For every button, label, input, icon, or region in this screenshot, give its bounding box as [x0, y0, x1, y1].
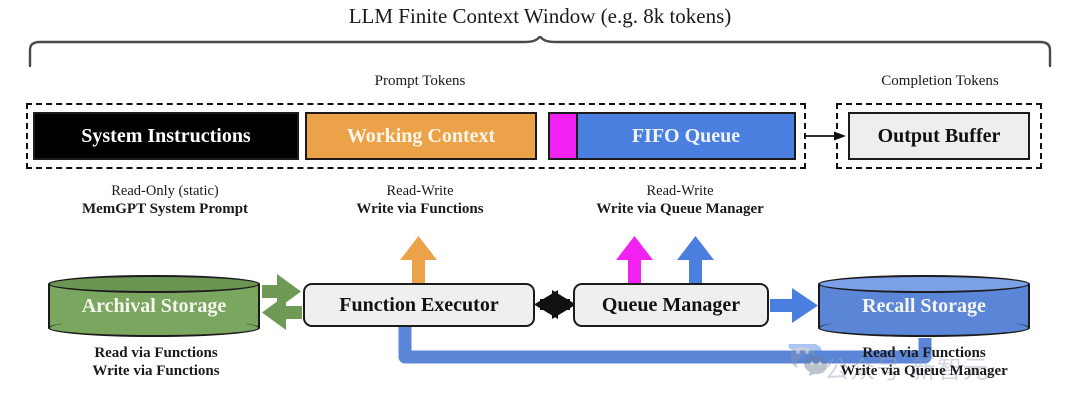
fifo-overflow-arrow-icon [616, 236, 653, 285]
fifo-queue-caption: Read-Write Write via Queue Manager [560, 182, 800, 218]
working-context-write-arrow-icon [400, 236, 437, 285]
executor-queue-bidirectional-arrow-icon [534, 290, 576, 319]
archival-storage-cylinder[interactable]: Archival Storage [48, 275, 260, 337]
prompt-tokens-label: Prompt Tokens [374, 73, 466, 89]
archival-storage-caption: Read via Functions Write via Functions [38, 344, 274, 380]
function-executor-box[interactable]: Function Executor [303, 283, 535, 327]
caption-line-2: MemGPT System Prompt [81, 201, 249, 217]
fifo-overflow-segment[interactable] [548, 112, 578, 160]
archival-storage-label: Archival Storage [81, 294, 227, 317]
fifo-queue-block[interactable]: FIFO Queue [576, 112, 796, 160]
archival-read-arrow-icon [262, 274, 301, 309]
wechat-icon [788, 340, 828, 376]
caption-line-1: Read via Functions [862, 345, 986, 361]
caption-line-1: Read-Write [646, 183, 714, 199]
caption-line-2: Write via Functions [356, 201, 484, 217]
context-window-brace [28, 36, 1052, 68]
queue-manager-box[interactable]: Queue Manager [573, 283, 769, 327]
cylinder-top [818, 275, 1030, 293]
archival-write-arrow-icon [262, 295, 302, 330]
recall-storage-caption: Read via Functions Write via Queue Manag… [806, 344, 1042, 380]
queue-to-recall-arrow-icon [770, 288, 818, 323]
caption-line-1: Read via Functions [94, 345, 218, 361]
prompt-tokens-region [26, 103, 806, 169]
caption-line-1: Read-Write [386, 183, 454, 199]
system-instructions-block[interactable]: System Instructions [33, 112, 299, 160]
cylinder-bottom [48, 319, 260, 337]
caption-line-2: Write via Queue Manager [596, 201, 764, 217]
diagram-title: LLM Finite Context Window (e.g. 8k token… [348, 4, 732, 28]
working-context-caption: Read-Write Write via Functions [300, 182, 540, 218]
recall-storage-cylinder[interactable]: Recall Storage [818, 275, 1030, 337]
system-instructions-caption: Read-Only (static) MemGPT System Prompt [32, 182, 298, 218]
caption-line-2: Write via Functions [92, 363, 220, 379]
caption-line-1: Read-Only (static) [111, 183, 219, 199]
cylinder-top [48, 275, 260, 293]
recall-storage-label: Recall Storage [862, 294, 986, 317]
watermark: 公众号 新智元 [786, 340, 1054, 392]
caption-line-2: Write via Queue Manager [840, 363, 1008, 379]
working-context-block[interactable]: Working Context [305, 112, 537, 160]
output-buffer-block[interactable]: Output Buffer [848, 112, 1030, 160]
fifo-to-output-arrow-icon [806, 131, 846, 141]
cylinder-bottom [818, 319, 1030, 337]
watermark-text: 公众号 新智元 [824, 355, 989, 384]
completion-tokens-label: Completion Tokens [881, 73, 999, 89]
fifo-queue-write-arrow-icon [677, 236, 714, 285]
